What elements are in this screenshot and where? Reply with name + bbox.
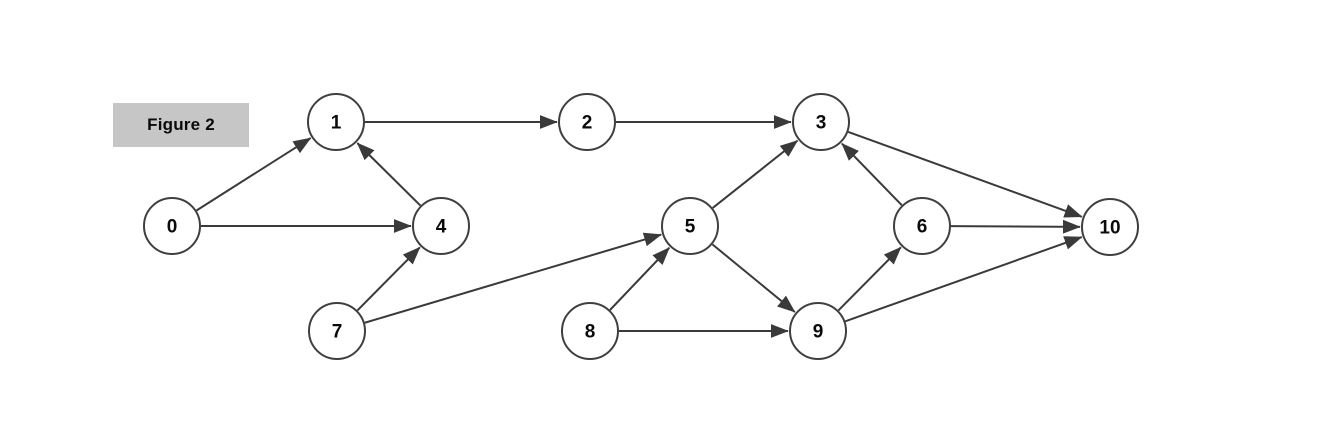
graph-node-2[interactable]: 2 [558, 93, 616, 151]
graph-node-circle-1 [307, 93, 365, 151]
graph-nodes-layer: 0 1 2 3 4 5 6 7 8 9 10 [143, 93, 1139, 360]
graph-edge-9-to-6 [837, 246, 902, 312]
graph-node-0[interactable]: 0 [143, 197, 201, 255]
graph-node-3[interactable]: 3 [792, 93, 850, 151]
graph-edge-3-to-10 [847, 130, 1083, 218]
graph-node-circle-10 [1081, 198, 1139, 256]
figure-caption: Figure 2 [113, 103, 249, 147]
graph-edge-7-to-5 [364, 232, 663, 324]
graph-node-circle-9 [789, 302, 847, 360]
graph-node-circle-2 [558, 93, 616, 151]
graph-node-circle-4 [412, 197, 470, 255]
graph-edge-8-to-5 [609, 247, 671, 311]
graph-edge-9-to-10 [844, 236, 1083, 323]
graph-edge-0-to-1 [195, 137, 312, 212]
graph-node-circle-3 [792, 93, 850, 151]
graph-node-circle-6 [893, 197, 951, 255]
graph-edge-5-to-9 [711, 243, 796, 313]
graph-edge-6-to-10 [950, 219, 1081, 234]
graph-edge-4-to-1 [356, 142, 422, 207]
graph-node-circle-7 [308, 302, 366, 360]
graph-node-4[interactable]: 4 [412, 197, 470, 255]
graph-node-circle-0 [143, 197, 201, 255]
graph-node-circle-8 [561, 302, 619, 360]
graph-node-8[interactable]: 8 [561, 302, 619, 360]
graph-edge-6-to-3 [841, 142, 903, 206]
graph-node-9[interactable]: 9 [789, 302, 847, 360]
graph-node-1[interactable]: 1 [307, 93, 365, 151]
graph-node-10[interactable]: 10 [1081, 198, 1139, 256]
graph-edge-5-to-3 [712, 139, 799, 209]
graph-edge-7-to-4 [356, 246, 421, 312]
figure-caption-label: Figure 2 [147, 115, 215, 134]
graph-node-circle-5 [661, 197, 719, 255]
graph-node-5[interactable]: 5 [661, 197, 719, 255]
graph-node-6[interactable]: 6 [893, 197, 951, 255]
graph-node-7[interactable]: 7 [308, 302, 366, 360]
graph-edges-layer [195, 115, 1083, 338]
